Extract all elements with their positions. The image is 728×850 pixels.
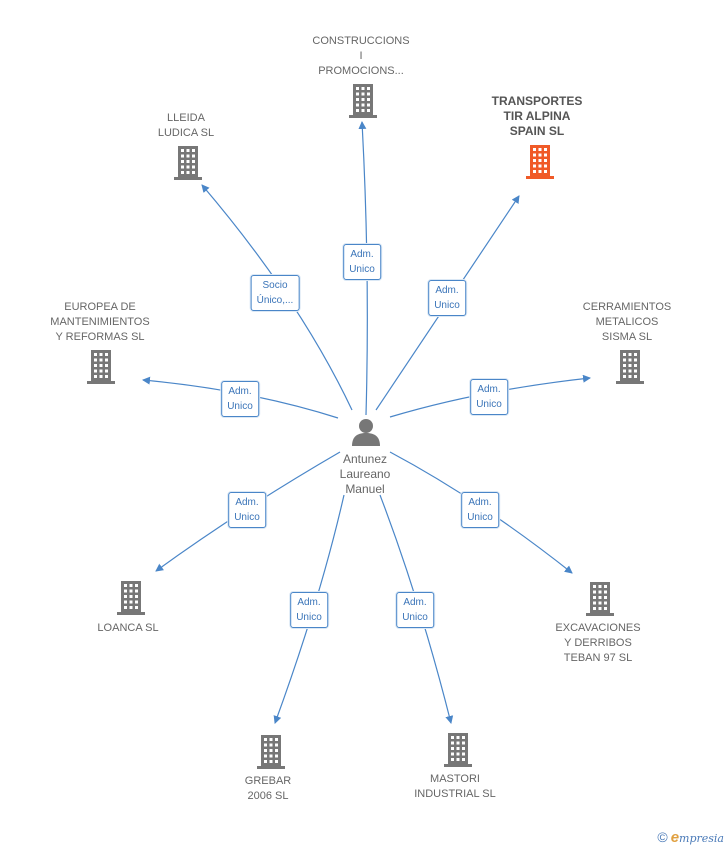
brand-logo-initial: e — [670, 829, 680, 846]
role-badge-europea[interactable]: Adm. Unico — [221, 381, 259, 417]
footer-credit: ©empresia — [657, 829, 724, 846]
company-name-cerramientos[interactable]: CERRAMIENTOS METALICOS SISMA SL — [582, 301, 672, 343]
company-name-europea[interactable]: EUROPEA DE MANTENIMIENTOS Y REFORMAS SL — [50, 301, 150, 343]
building-icon[interactable] — [615, 350, 645, 389]
company-name-loanca[interactable]: LOANCA SL — [97, 622, 159, 634]
building-icon[interactable] — [443, 733, 473, 772]
building-icon[interactable] — [525, 145, 555, 184]
role-badge-cerramientos[interactable]: Adm. Unico — [470, 379, 508, 415]
building-icon[interactable] — [585, 582, 615, 621]
role-badge-lleida[interactable]: Socio Único,... — [250, 275, 300, 311]
building-icon[interactable] — [256, 735, 286, 774]
company-name-lleida[interactable]: LLEIDA LUDICA SL — [157, 112, 215, 139]
company-name-construccions[interactable]: CONSTRUCCIONS I PROMOCIONS... — [312, 35, 410, 77]
company-name-mastori[interactable]: MASTORI INDUSTRIAL SL — [414, 773, 496, 800]
role-badge-construccions[interactable]: Adm. Unico — [343, 244, 381, 280]
company-name-grebar[interactable]: GREBAR 2006 SL — [244, 775, 292, 802]
role-badge-grebar[interactable]: Adm. Unico — [290, 592, 328, 628]
copyright-icon: © — [657, 829, 668, 845]
building-icon[interactable] — [116, 581, 146, 620]
role-badge-transportes[interactable]: Adm. Unico — [428, 280, 466, 316]
brand-logo-text: mpresia — [679, 832, 724, 845]
role-badge-excavaciones[interactable]: Adm. Unico — [461, 492, 499, 528]
role-badge-mastori[interactable]: Adm. Unico — [396, 592, 434, 628]
company-name-excavaciones[interactable]: EXCAVACIONES Y DERRIBOS TEBAN 97 SL — [555, 622, 641, 664]
person-icon — [352, 419, 380, 446]
role-badge-loanca[interactable]: Adm. Unico — [228, 492, 266, 528]
building-icon[interactable] — [173, 146, 203, 185]
building-icon[interactable] — [348, 84, 378, 123]
person-name[interactable]: Antunez Laureano Manuel — [339, 452, 391, 496]
company-name-transportes[interactable]: TRANSPORTES TIR ALPINA SPAIN SL — [491, 94, 583, 138]
person-node[interactable] — [351, 417, 381, 452]
building-icon[interactable] — [86, 350, 116, 389]
